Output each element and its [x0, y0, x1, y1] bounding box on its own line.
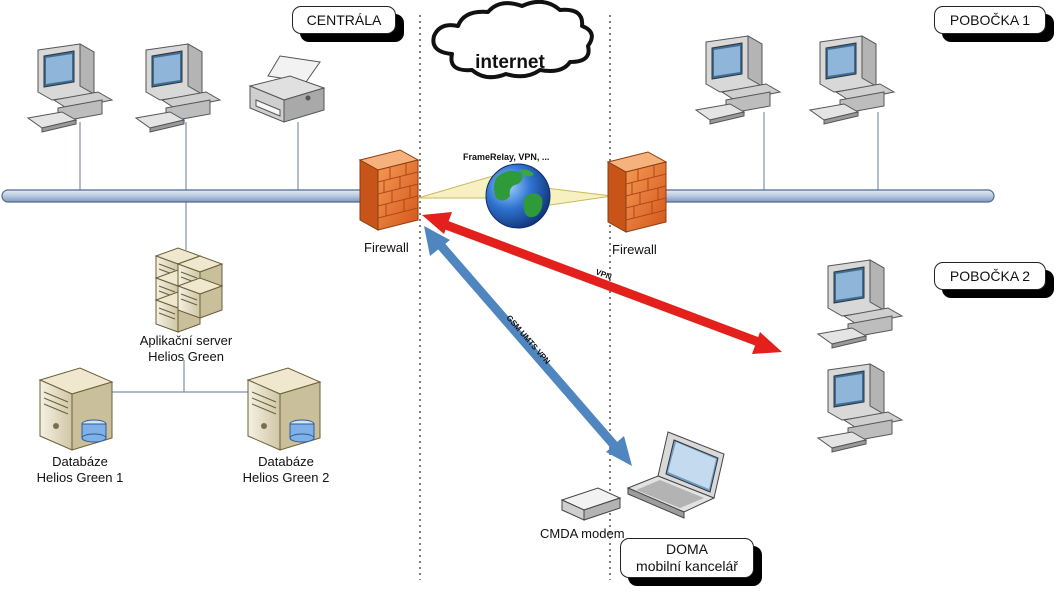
database-1-label: Databáze Helios Green 1: [36, 454, 124, 485]
database-server-2-icon: [247, 367, 321, 451]
hq-computer-1-icon: [27, 43, 113, 133]
site-label-branch1: POBOČKA 1: [934, 6, 1054, 42]
firewall-left-icon: [359, 149, 419, 231]
internet-cloud-icon: [431, 0, 594, 80]
printer-icon: [248, 55, 326, 123]
firewall-right-label: Firewall: [612, 242, 657, 257]
laptop-icon: [626, 431, 725, 519]
firewall-right-icon: [607, 151, 667, 233]
app-server-label: Aplikační server Helios Green: [139, 333, 233, 364]
app-server-icon: [155, 247, 223, 333]
hq-drop-lines: [79, 122, 299, 393]
site-label-hq: CENTRÁLA: [292, 6, 404, 42]
home-subtitle: mobilní kancelář: [636, 558, 738, 574]
globe-icon: [485, 163, 551, 229]
branch1-computer-2-icon: [809, 35, 895, 125]
modem-label: CMDA modem: [540, 526, 625, 541]
branch1-computer-1-icon: [695, 35, 781, 125]
branch2-computer-2-icon: [817, 363, 903, 453]
wan-link-label: FrameRelay, VPN, ...: [463, 152, 549, 162]
branch1-drop-lines: [763, 112, 879, 196]
home-title: DOMA: [666, 541, 708, 557]
branch2-computer-1-icon: [817, 259, 903, 349]
database-server-1-icon: [39, 367, 113, 451]
firewall-left-label: Firewall: [364, 240, 409, 255]
cloud-label: internet: [475, 52, 545, 73]
site-label-home: DOMA mobilní kancelář: [620, 538, 762, 586]
database-2-label: Databáze Helios Green 2: [242, 454, 330, 485]
hq-computer-2-icon: [135, 43, 221, 133]
mobile-link-label: GSM UMTS VPN: [504, 313, 551, 366]
mobile-vpn-arrow: [424, 226, 632, 466]
branch1-lan-bus: [639, 189, 995, 203]
modem-icon: [560, 487, 622, 521]
hq-lan-bus: [1, 189, 393, 203]
vpn-arrow: [422, 212, 782, 354]
site-label-branch2: POBOČKA 2: [934, 262, 1054, 298]
